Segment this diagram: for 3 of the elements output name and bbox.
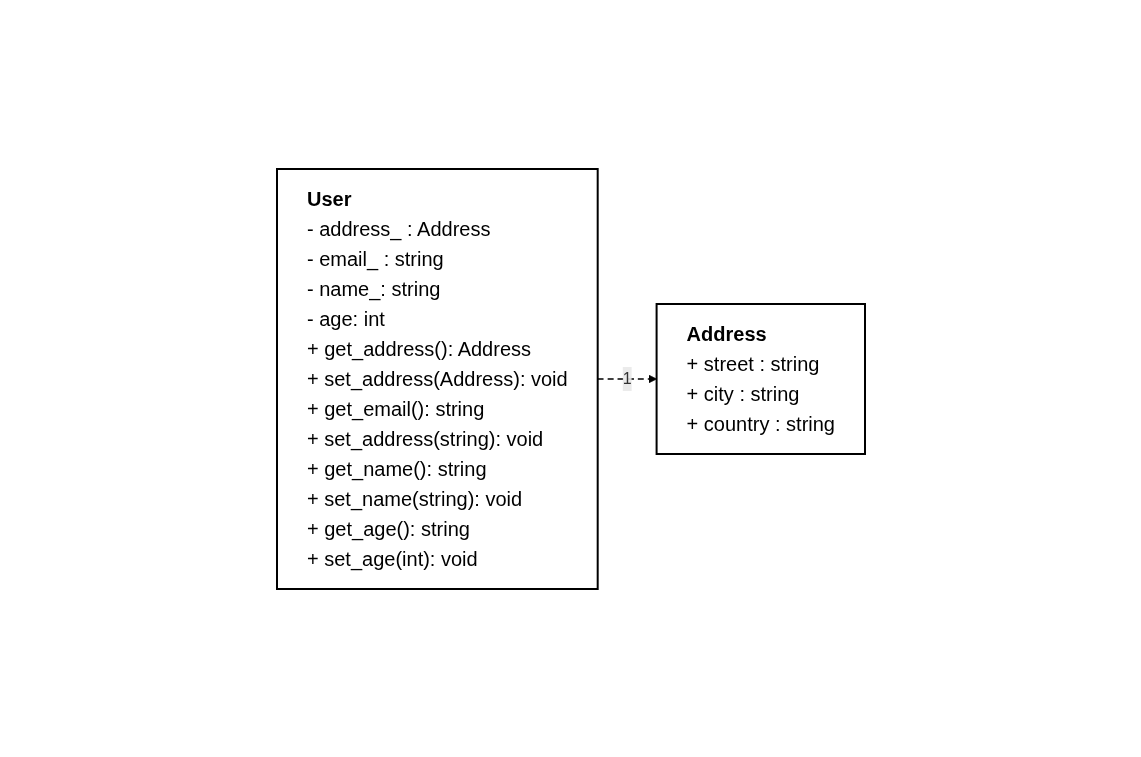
edge-label: 1 [622, 369, 632, 387]
node-box: User - address_ : Address - email_ : string - name_: string - age: int + get_address(): Address + set_address(Address): void + get_email(): string + set_address(string): void + get_name(): string + set_name(string): void + get_age(): string + set_age(int): void [275, 167, 599, 590]
node-box: Address + street : string + city : string + country : string [655, 302, 866, 455]
